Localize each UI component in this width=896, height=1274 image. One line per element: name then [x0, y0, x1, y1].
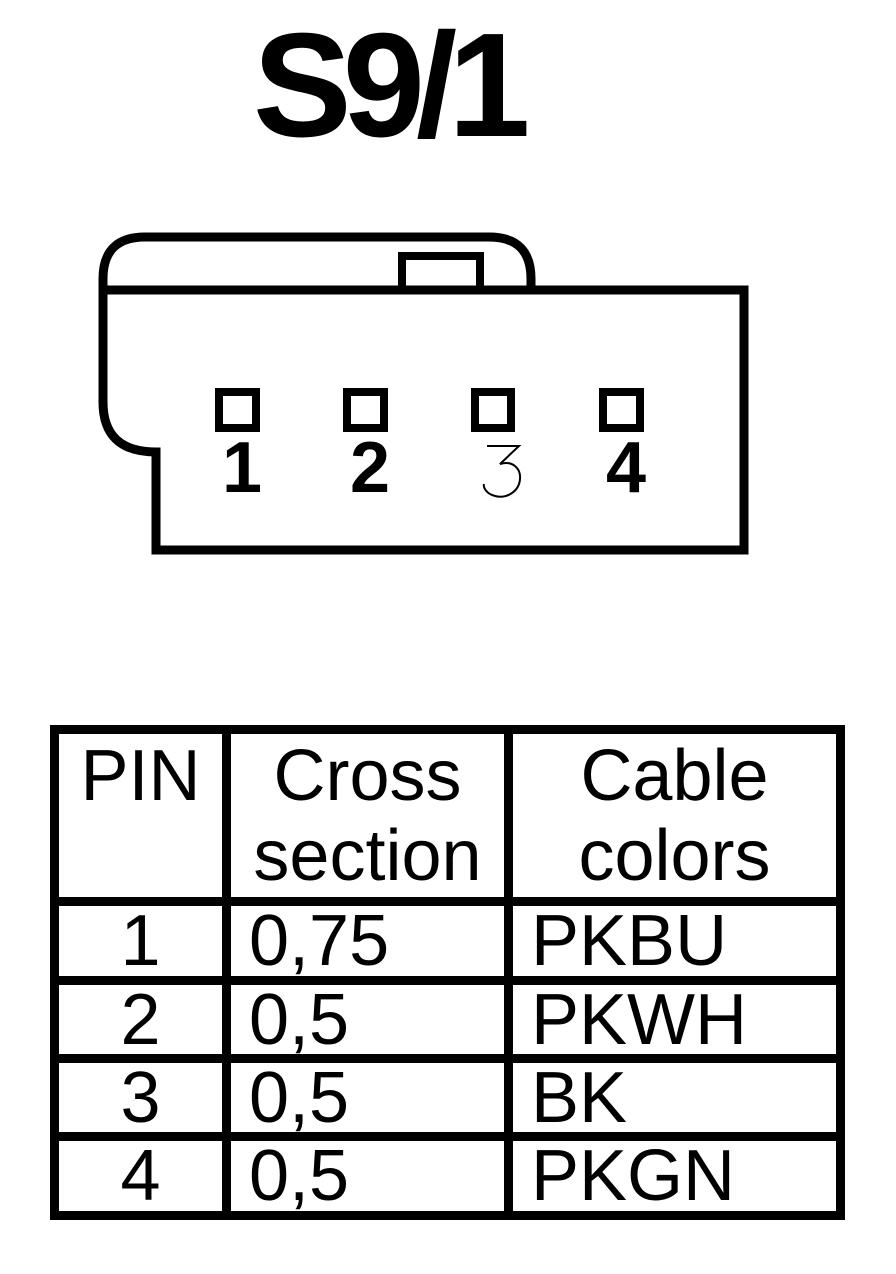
connector-drawing: 1 2 4	[98, 232, 749, 555]
row3-cross-section-cell: 0,5	[231, 1063, 504, 1132]
row2-pin-cell: 2	[59, 985, 222, 1054]
connector-body-outline	[98, 285, 749, 555]
header-cross-line1: Cross	[273, 736, 462, 816]
header-cross-line2: section	[253, 816, 482, 896]
pin-4-cavity	[599, 388, 644, 432]
row3-pin-cell: 3	[59, 1063, 222, 1132]
row1-cable-color-cell: PKBU	[513, 906, 836, 976]
connector-latch-tab	[398, 252, 484, 295]
page-title: S9/1	[253, 3, 530, 168]
pin-4-label: 4	[606, 428, 646, 508]
pin-spec-table: PIN Cross section Cable colors 1 0,75 PK…	[50, 725, 845, 1220]
row4-cable-color-cell: PKGN	[513, 1141, 836, 1211]
row4-pin-cell: 4	[59, 1141, 222, 1211]
row1-cross-section-cell: 0,75	[231, 906, 504, 976]
pin-3-cavity	[471, 388, 515, 432]
row2-cable-color-cell: PKWH	[513, 985, 836, 1054]
header-cell-cross-section: Cross section	[231, 734, 504, 897]
pin-2-label: 2	[350, 428, 390, 508]
header-cable-line2: colors	[578, 816, 771, 896]
row3-cable-color-cell: BK	[513, 1063, 836, 1132]
pin-2-cavity	[343, 388, 388, 432]
row2-cross-section-cell: 0,5	[231, 985, 504, 1054]
header-cable-line1: Cable	[580, 736, 769, 816]
pin-1-cavity	[215, 388, 260, 432]
pin-3-label-outline	[482, 445, 522, 498]
header-cell-cable-colors: Cable colors	[513, 734, 836, 897]
row1-pin-cell: 1	[59, 906, 222, 976]
pin-1-label: 1	[222, 428, 262, 508]
header-pin-text: PIN	[80, 736, 201, 816]
row4-cross-section-cell: 0,5	[231, 1141, 504, 1211]
header-cell-pin: PIN	[59, 734, 222, 897]
